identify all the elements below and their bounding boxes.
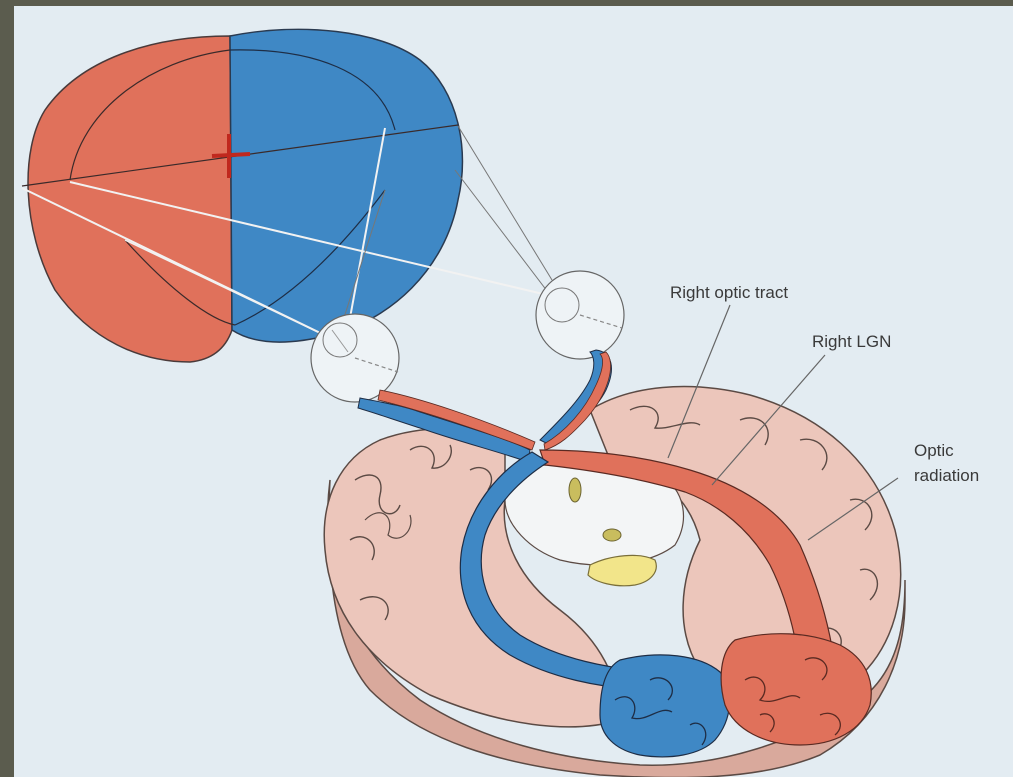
left-hemifield bbox=[28, 36, 232, 362]
label-right-lgn: Right LGN bbox=[812, 331, 891, 353]
visual-pathway-diagram bbox=[14, 6, 1013, 777]
label-optic-radiation-line2: radiation bbox=[914, 465, 979, 487]
yellow-body-small bbox=[569, 478, 581, 502]
visual-field bbox=[22, 29, 462, 362]
right-hemifield bbox=[230, 29, 462, 342]
figure-panel: Right optic tract Right LGN Optic radiat… bbox=[14, 6, 1013, 777]
right-eye bbox=[536, 271, 624, 359]
label-optic-radiation-line1: Optic bbox=[914, 440, 954, 462]
label-right-optic-tract: Right optic tract bbox=[670, 282, 788, 304]
left-occipital-cortex bbox=[600, 655, 730, 757]
left-eye bbox=[311, 314, 399, 402]
yellow-body-lower bbox=[603, 529, 621, 541]
right-occipital-cortex bbox=[721, 634, 871, 745]
